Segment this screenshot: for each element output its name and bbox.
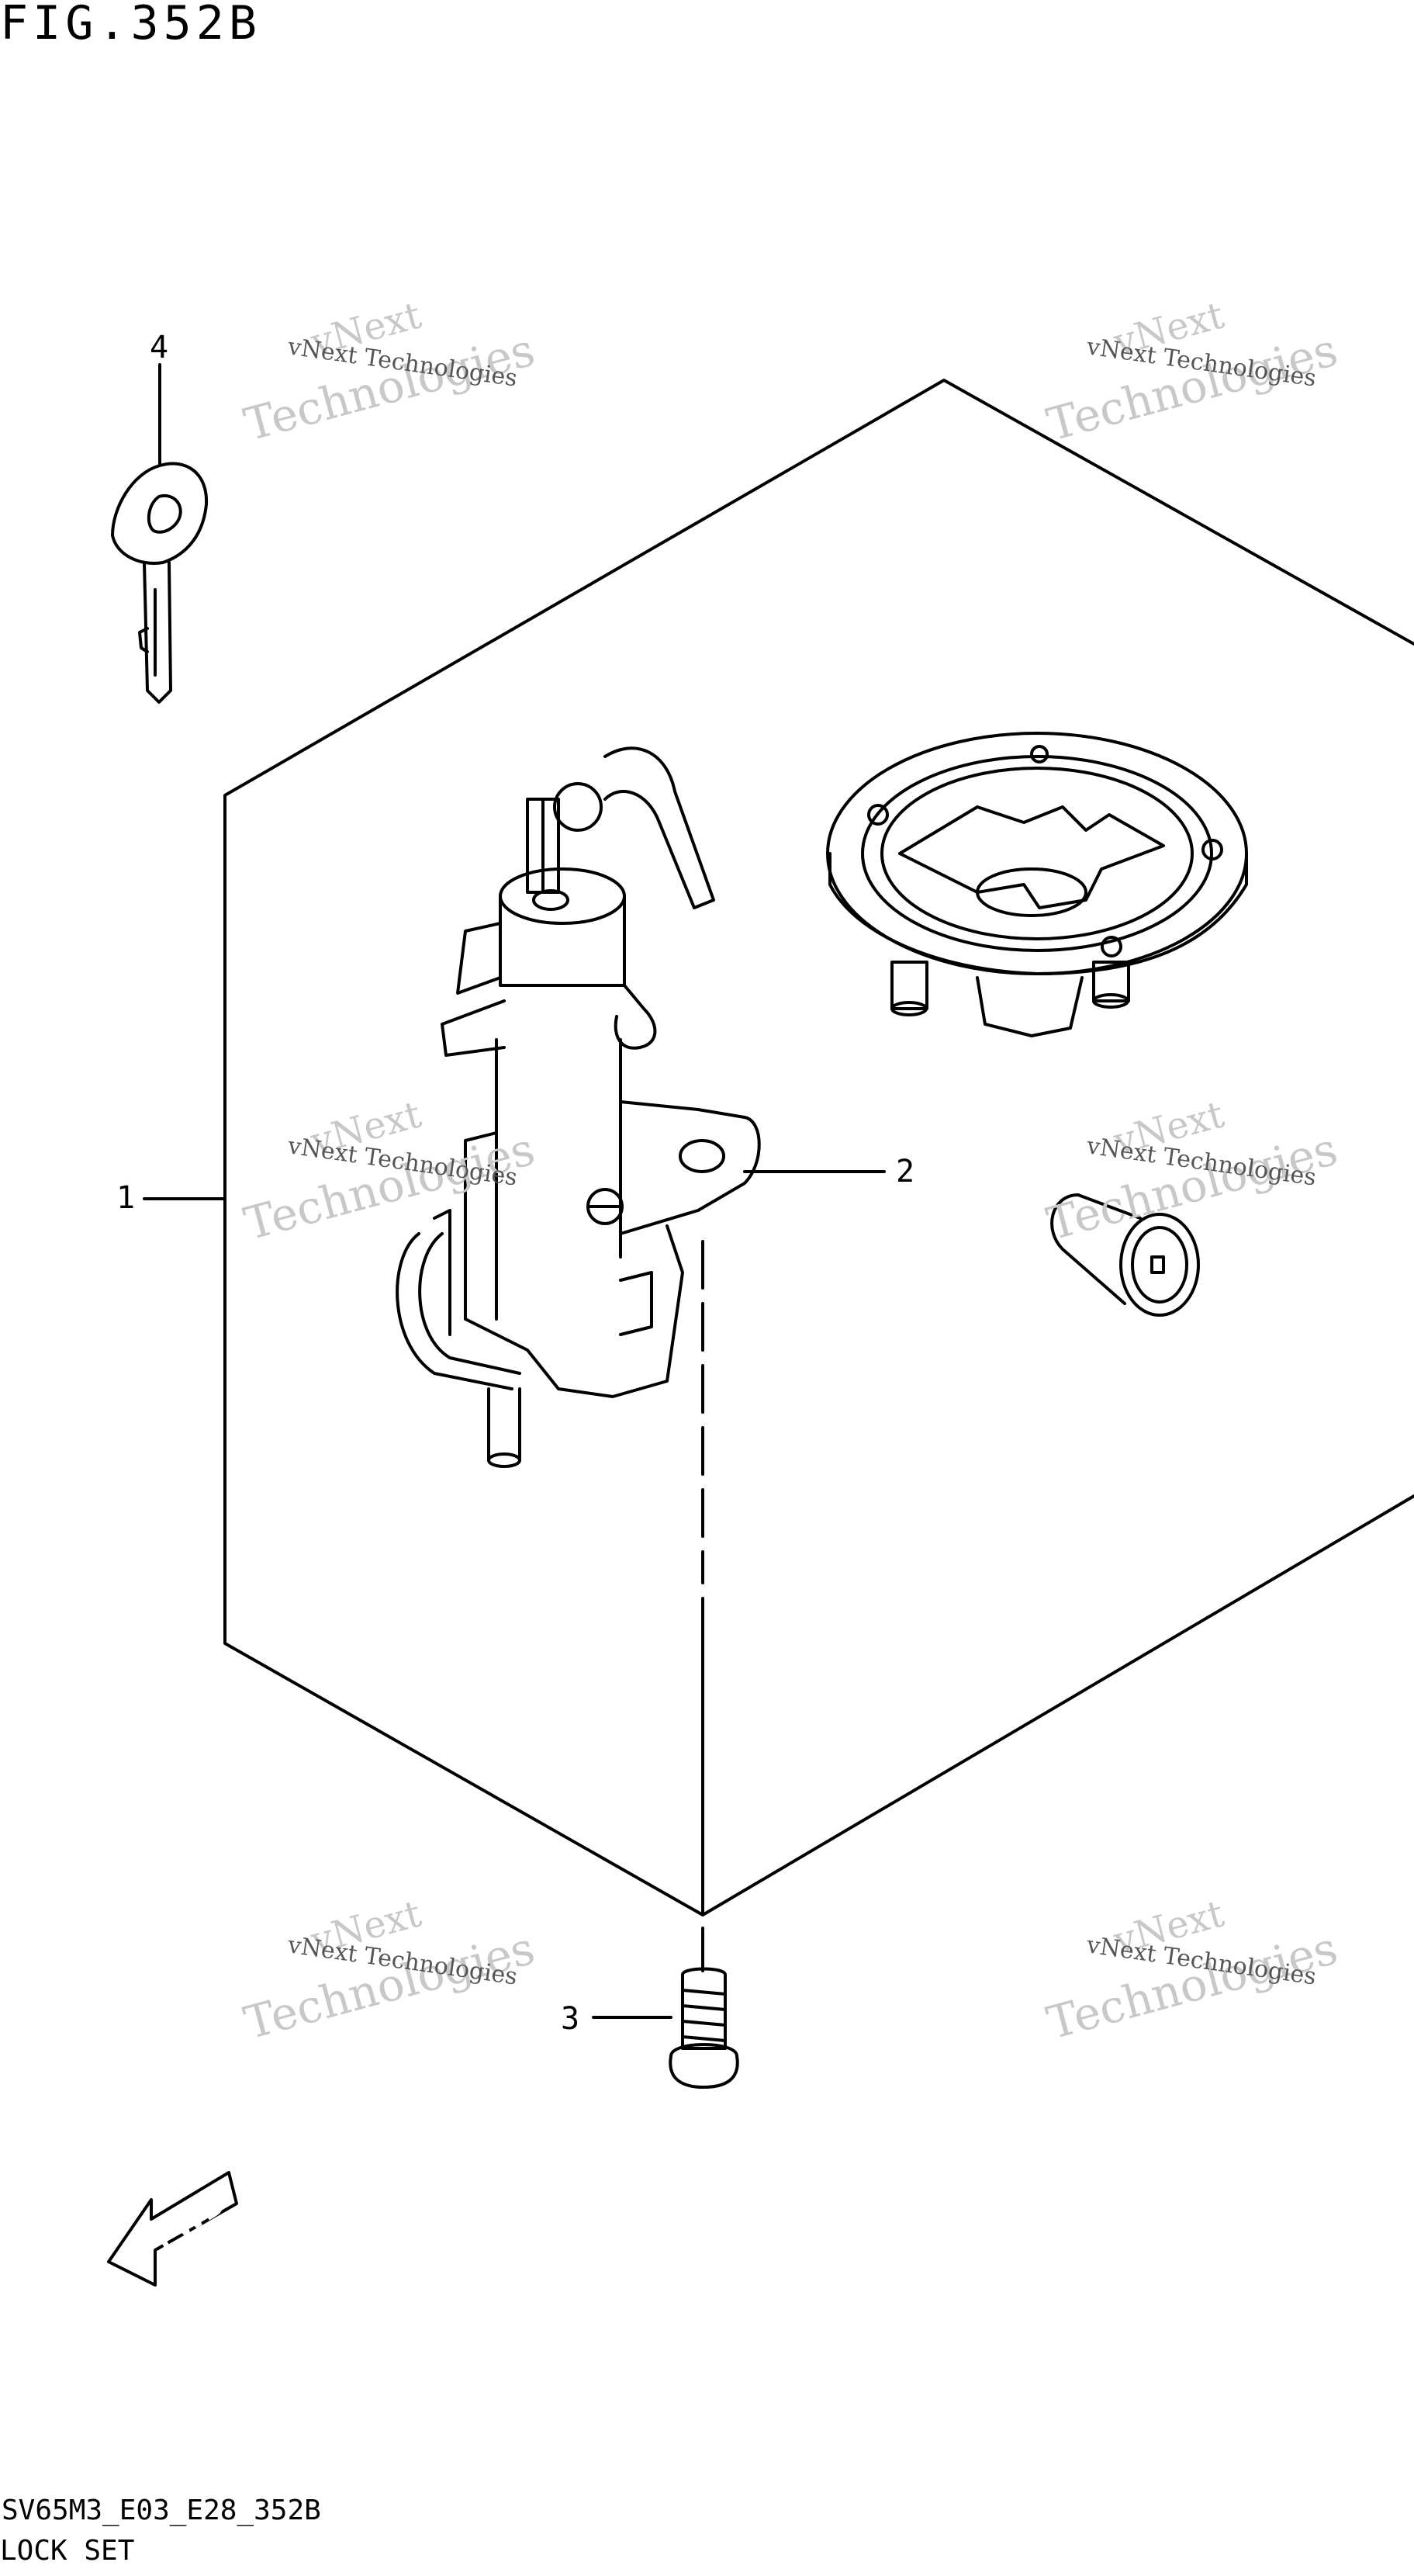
callout-2: 2 <box>896 1154 915 1189</box>
callout-4: 4 <box>150 330 169 365</box>
figure-code: SV65M3_E03_E28_352B <box>2 2495 321 2526</box>
callout-3: 3 <box>561 2001 580 2037</box>
figure-title: FIG.352B <box>0 0 261 50</box>
callout-1: 1 <box>116 1180 136 1216</box>
assembly-frame <box>223 379 1414 1916</box>
fwd-arrow <box>107 2171 238 2287</box>
screw-part-3 <box>669 1967 739 2089</box>
seat-lock-cylinder <box>1050 1193 1200 1317</box>
key-part-4 <box>111 462 209 704</box>
fuel-cap-lock <box>826 732 1248 1037</box>
ignition-switch-part-2 <box>396 746 761 1468</box>
figure-name: LOCK SET <box>0 2535 135 2567</box>
